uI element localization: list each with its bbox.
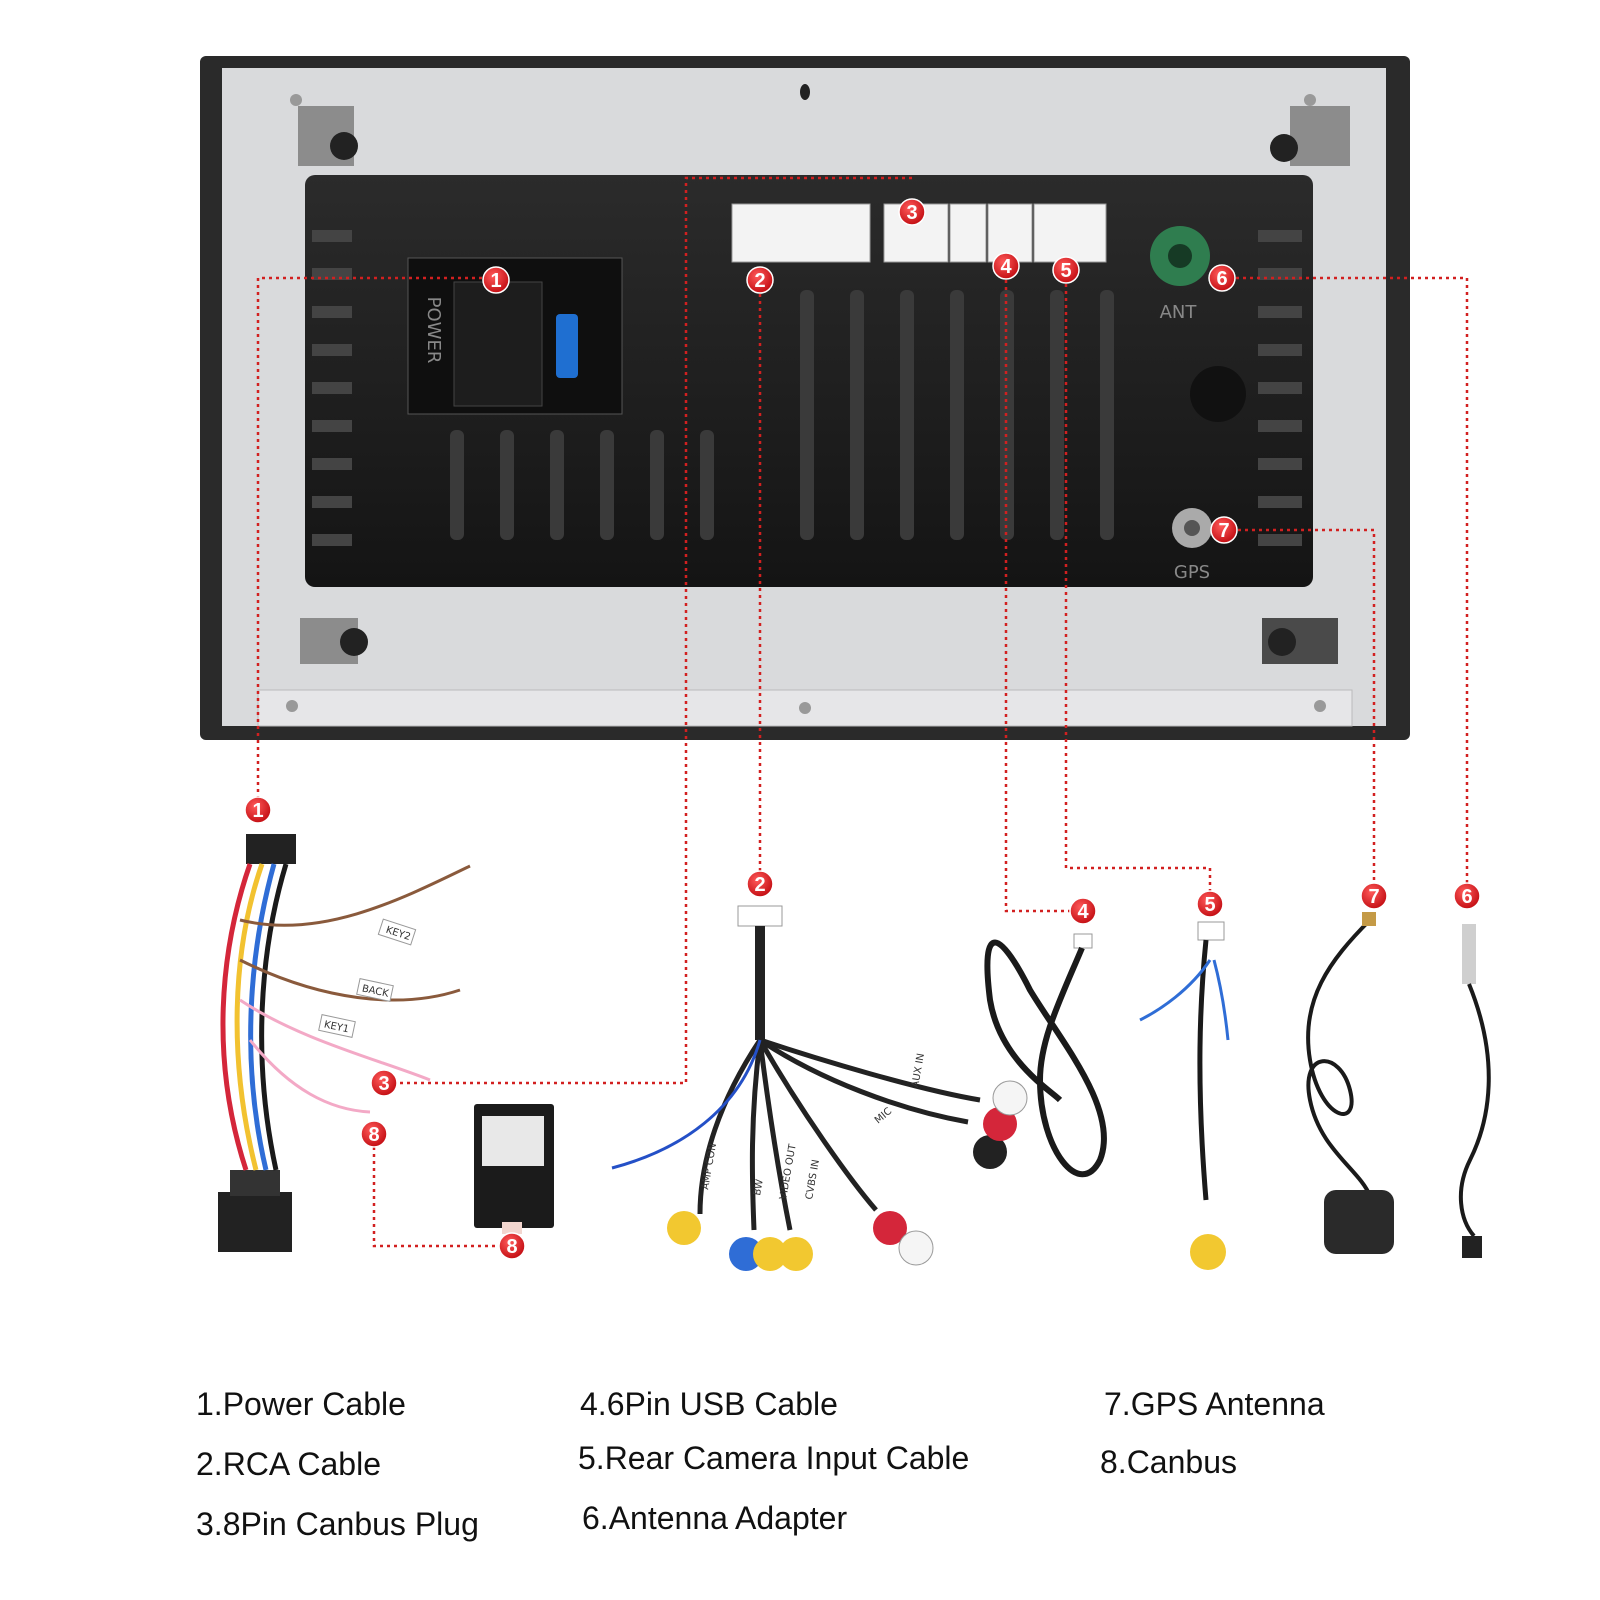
legend-item-2: 2.RCA Cable (196, 1446, 381, 1482)
markers: 1 2 3 4 5 6 7 1 2 3 4 5 6 7 8 8 (244, 198, 1481, 1260)
marker-4-top: 4 (992, 252, 1020, 280)
leader-7 (1224, 528, 1376, 894)
connector-3 (883, 203, 987, 263)
marker-8-top: 8 (360, 1120, 388, 1148)
marker-7-top: 7 (1210, 516, 1238, 544)
connector-4 (987, 203, 1033, 263)
leader-8 (372, 1133, 510, 1248)
svg-text:2: 2 (754, 270, 765, 292)
connector-5 (1033, 203, 1107, 263)
power-cable-harness: KEY2 BACK KEY1 (218, 834, 471, 1252)
gps-antenna (1306, 912, 1394, 1254)
marker-2-top: 2 (746, 266, 774, 294)
svg-text:1: 1 (490, 270, 501, 292)
bracket-bl (300, 618, 368, 664)
svg-text:5: 5 (1060, 260, 1071, 282)
bracket-br (1262, 618, 1338, 664)
legend-item-3: 3.8Pin Canbus Plug (196, 1506, 479, 1542)
tag-key1: KEY1 (323, 1019, 350, 1035)
side-fins-left (312, 230, 352, 546)
rear-camera-cable (1139, 921, 1230, 1270)
svg-text:1: 1 (252, 800, 263, 822)
marker-7-bottom: 7 (1360, 882, 1388, 910)
marker-1-bottom: 1 (244, 796, 272, 824)
legend-item-7: 7.GPS Antenna (1104, 1386, 1325, 1422)
tag-mic: MIC (873, 1106, 894, 1126)
legend-item-5: 5.Rear Camera Input Cable (578, 1440, 970, 1476)
svg-text:6: 6 (1216, 268, 1227, 290)
svg-text:7: 7 (1368, 886, 1379, 908)
svg-text:7: 7 (1218, 520, 1229, 542)
svg-text:3: 3 (378, 1073, 389, 1095)
bracket-tr (1270, 106, 1350, 166)
svg-text:3: 3 (906, 202, 917, 224)
antenna-adapter (1458, 924, 1491, 1258)
gps-label: GPS (1174, 562, 1210, 583)
usb-cable (984, 933, 1107, 1178)
legend-item-1: 1.Power Cable (196, 1386, 406, 1422)
svg-text:8: 8 (506, 1236, 517, 1258)
leader-lines (256, 176, 1469, 1248)
svg-text:8: 8 (368, 1124, 379, 1146)
marker-1-top: 1 (482, 266, 510, 294)
power-label: POWER (423, 297, 444, 364)
svg-text:6: 6 (1461, 886, 1472, 908)
legend-item-6: 6.Antenna Adapter (582, 1500, 848, 1536)
marker-8-bottom: 8 (498, 1232, 526, 1260)
canbus-box (474, 1104, 554, 1234)
marker-2-bottom: 2 (746, 870, 774, 898)
marker-6-bottom: 6 (1453, 882, 1481, 910)
connector-2 (731, 203, 871, 263)
svg-text:4: 4 (1077, 901, 1089, 923)
ant-label: ANT (1160, 302, 1198, 323)
leader-5 (1064, 270, 1212, 900)
fuse (556, 314, 578, 378)
leader-4 (1004, 266, 1083, 913)
tag-cvbs-in: CVBS IN (804, 1159, 822, 1201)
marker-3-bottom: 3 (370, 1069, 398, 1097)
rca-cable: AUX IN MIC AMP CON BW VIDEO OUT CVBS IN (611, 905, 1028, 1271)
tag-bw: BW (752, 1178, 766, 1196)
marker-6-top: 6 (1208, 264, 1236, 292)
leader-1 (256, 276, 496, 804)
leader-3 (384, 176, 912, 1085)
bracket-tl (298, 106, 358, 166)
svg-text:4: 4 (1000, 256, 1012, 278)
marker-3-top: 3 (898, 198, 926, 226)
head-unit: POWER ANT GPS (200, 56, 1410, 740)
side-fins-right (1258, 230, 1302, 546)
legend-item-4: 4.6Pin USB Cable (580, 1386, 838, 1422)
leader-6 (1222, 276, 1469, 894)
marker-4-bottom: 4 (1069, 897, 1097, 925)
svg-text:5: 5 (1204, 894, 1215, 916)
tag-aux-in: AUX IN (910, 1053, 927, 1089)
legend-item-8: 8.Canbus (1100, 1444, 1237, 1480)
marker-5-top: 5 (1052, 256, 1080, 284)
svg-text:2: 2 (754, 874, 765, 896)
marker-5-bottom: 5 (1196, 890, 1224, 918)
